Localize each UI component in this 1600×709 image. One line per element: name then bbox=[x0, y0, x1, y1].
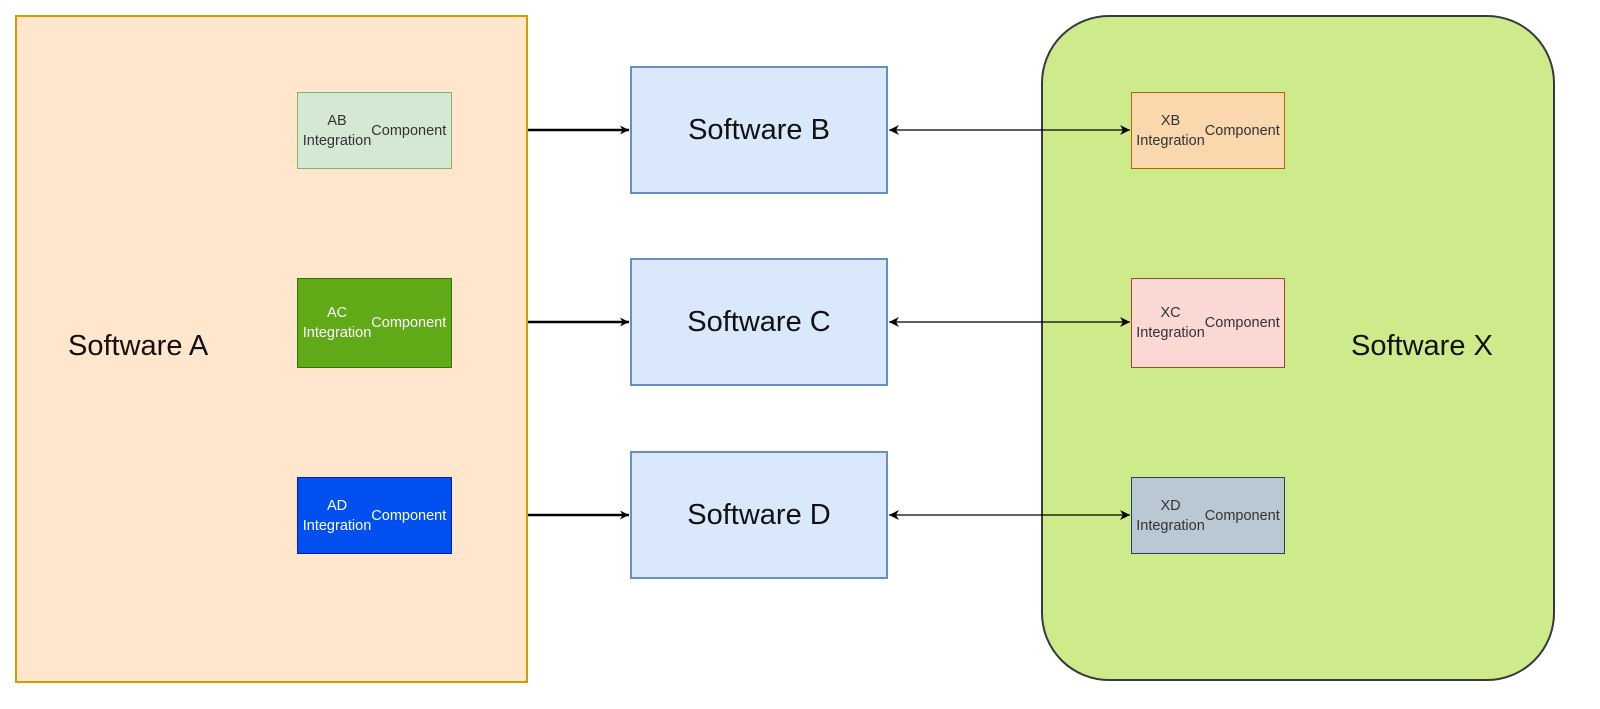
ac-component-line1: AC Integration bbox=[302, 305, 372, 341]
xb-component-line2: Component bbox=[1204, 122, 1280, 139]
software-x-label: Software X bbox=[1351, 330, 1493, 362]
ad-component-line2: Component bbox=[371, 507, 447, 524]
ad-component-line1: AD Integration bbox=[302, 497, 372, 534]
ad-integration-component[interactable]: AD Integration Component bbox=[297, 477, 452, 554]
xc-component-line1: XC Integration bbox=[1136, 305, 1205, 341]
software-c-box[interactable]: Software C bbox=[630, 258, 888, 386]
ac-integration-component[interactable]: AC Integration Component bbox=[297, 278, 452, 368]
xd-integration-component[interactable]: XD Integration Component bbox=[1131, 477, 1285, 554]
software-a-label: Software A bbox=[68, 330, 209, 362]
xb-integration-component[interactable]: XB Integration Component bbox=[1131, 92, 1285, 169]
ac-component-line2: Component bbox=[371, 315, 447, 331]
software-x-container[interactable] bbox=[1041, 15, 1555, 681]
xb-component-line1: XB Integration bbox=[1136, 112, 1205, 149]
ab-component-line2: Component bbox=[371, 122, 447, 139]
ab-integration-component[interactable]: AB Integration Component bbox=[297, 92, 452, 169]
xc-component-line2: Component bbox=[1204, 315, 1280, 331]
xd-component-line1: XD Integration bbox=[1136, 497, 1205, 534]
software-d-box[interactable]: Software D bbox=[630, 451, 888, 579]
ab-component-line1: AB Integration bbox=[302, 112, 372, 149]
xd-component-line2: Component bbox=[1204, 507, 1280, 524]
xc-integration-component[interactable]: XC Integration Component bbox=[1131, 278, 1285, 368]
software-b-box[interactable]: Software B bbox=[630, 66, 888, 194]
